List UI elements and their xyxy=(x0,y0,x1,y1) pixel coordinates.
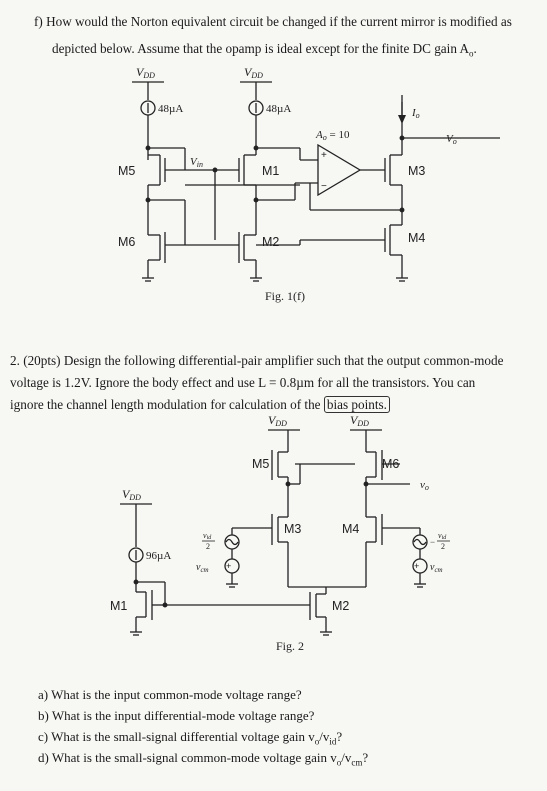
fig2-vdd-top-right: VDD xyxy=(350,413,369,428)
fig1-vo: Vo xyxy=(446,133,457,146)
fig1-current-left: 48µA xyxy=(158,103,183,115)
problem2-line2: voltage is 1.2V. Ignore the body effect … xyxy=(10,374,475,391)
question-a: a) What is the input common-mode voltage… xyxy=(38,687,302,703)
figure-1-circuit: VDD VDD 48µA 48µA Vin M5 M6 M1 M2 M3 M4 … xyxy=(118,65,500,303)
fig2-vid-left-num: vid xyxy=(203,531,212,541)
question-a-text: a) What is the input common-mode voltage… xyxy=(38,687,302,702)
question-c-sub2: id xyxy=(329,736,337,747)
fig2-m6-label: M6 xyxy=(382,457,399,471)
fig2-m4-label: M4 xyxy=(342,522,359,536)
fig1-opamp-plus: + xyxy=(321,150,327,161)
fig2-vcm-left: vcm xyxy=(196,562,209,574)
question-d-mid: /v xyxy=(341,750,352,765)
fig2-vid-left-den: 2 xyxy=(206,542,210,551)
question-b-text: b) What is the input differential-mode v… xyxy=(38,708,315,723)
fig2-vcm-right: vcm xyxy=(430,562,443,574)
fig1-vdd-left: VDD xyxy=(136,65,155,80)
fig2-vid-right-prefix: − xyxy=(430,537,435,547)
fig2-vo: vo xyxy=(420,479,429,492)
part-f-line1: f) How would the Norton equivalent circu… xyxy=(34,13,512,30)
fig1-vdd-right: VDD xyxy=(244,65,263,80)
fig1-current-right: 48µA xyxy=(266,103,291,115)
fig2-vdd-top-left: VDD xyxy=(268,413,287,428)
part-f-line1-text: f) How would the Norton equivalent circu… xyxy=(34,14,512,29)
problem2-line1-text: 2. (20pts) Design the following differen… xyxy=(10,353,504,368)
fig2-vdd-left: VDD xyxy=(122,487,141,502)
problem2-line1: 2. (20pts) Design the following differen… xyxy=(10,352,503,369)
part-f-line2-end: . xyxy=(473,41,477,56)
problem2-bias-points: bias points. xyxy=(323,396,390,413)
fig1-m3-label: M3 xyxy=(408,164,425,178)
fig2-vcm-right-plus: + xyxy=(414,561,419,571)
problem2-line3-pre: ignore the channel length modulation for… xyxy=(10,397,324,412)
fig2-m2-label: M2 xyxy=(332,599,349,613)
fig1-caption: Fig. 1(f) xyxy=(265,289,305,303)
fig1-m2-label: M2 xyxy=(262,235,279,249)
fig2-m1-label: M1 xyxy=(110,599,127,613)
fig1-m1-label: M1 xyxy=(262,164,279,178)
fig1-m4-label: M4 xyxy=(408,231,425,245)
fig1-gain: Ao = 10 xyxy=(315,129,350,142)
question-c: c) What is the small-signal differential… xyxy=(38,729,342,747)
fig2-caption: Fig. 2 xyxy=(276,639,304,653)
fig2-bias-current: 96µA xyxy=(146,550,171,562)
question-d-end: ? xyxy=(362,750,369,765)
figure-2-circuit: + + VDD VDD VDD 96µA M1 M2 M3 M4 M5 M6 v… xyxy=(110,413,450,653)
question-b: b) What is the input differential-mode v… xyxy=(38,708,314,724)
fig2-vid-right-num: vid xyxy=(438,531,447,541)
fig2-vid-right-den: 2 xyxy=(441,542,445,551)
question-d: d) What is the small-signal common-mode … xyxy=(38,750,368,768)
question-d-text: d) What is the small-signal common-mode … xyxy=(38,750,337,765)
fig1-vin: Vin xyxy=(190,156,203,169)
fig1-io: Io xyxy=(411,107,420,120)
question-c-end: ? xyxy=(336,729,343,744)
question-c-sub1: o xyxy=(314,736,320,747)
fig2-m5-label: M5 xyxy=(252,457,269,471)
question-d-sub2: cm xyxy=(351,757,363,768)
fig2-m3-label: M3 xyxy=(284,522,301,536)
part-f-line2-text: depicted below. Assume that the opamp is… xyxy=(52,41,470,56)
fig1-opamp-minus: − xyxy=(321,181,327,192)
part-f-line2: depicted below. Assume that the opamp is… xyxy=(52,40,477,63)
question-c-mid: /v xyxy=(319,729,330,744)
fig1-m6-label: M6 xyxy=(118,235,135,249)
question-c-text: c) What is the small-signal differential… xyxy=(38,729,315,744)
fig1-m5-label: M5 xyxy=(118,164,135,178)
problem2-line2-text: voltage is 1.2V. Ignore the body effect … xyxy=(10,375,476,390)
problem2-line3: ignore the channel length modulation for… xyxy=(10,396,390,413)
question-d-sub1: o xyxy=(336,757,342,768)
part-f-line2-sub: o xyxy=(469,48,474,59)
fig2-vcm-left-plus: + xyxy=(226,561,231,571)
